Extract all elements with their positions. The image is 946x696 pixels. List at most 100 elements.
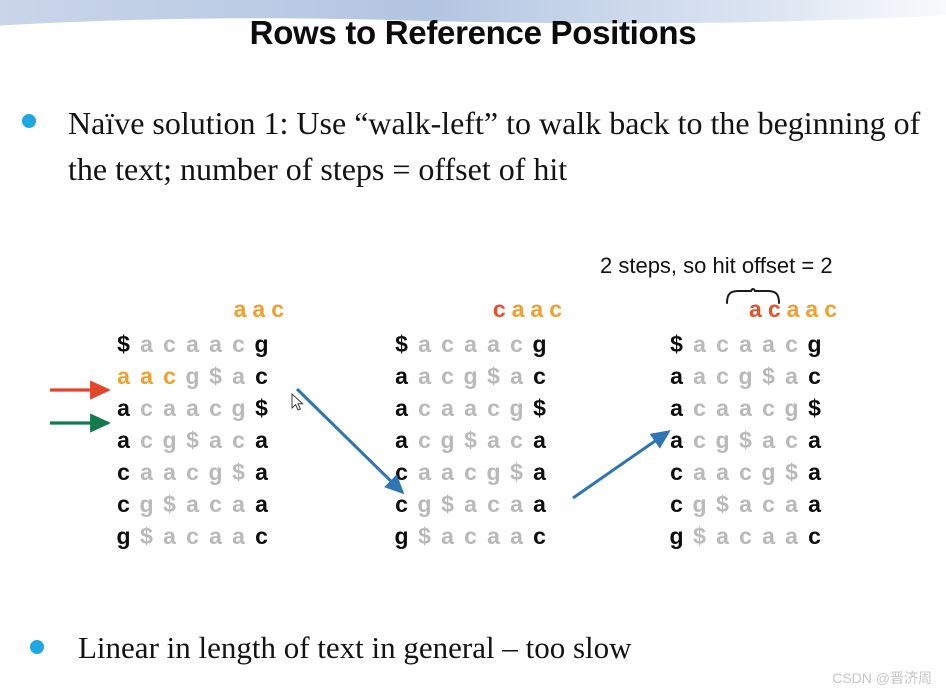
matrix-cell: $: [255, 395, 268, 421]
matrix-cell: c: [739, 523, 752, 549]
matrix-cell: c: [232, 427, 245, 453]
matrix-cell: c: [670, 459, 683, 485]
matrix-cell: $: [533, 395, 546, 421]
matrix-cell: c: [808, 363, 821, 389]
matrix-cell: a: [186, 491, 199, 517]
matrix-header-char: a: [511, 296, 531, 322]
matrix-cell: a: [693, 363, 706, 389]
matrix-cell: c: [533, 523, 546, 549]
matrix-cell: a: [739, 395, 752, 421]
brace-marker: [726, 288, 780, 304]
matrix-cell: a: [464, 395, 477, 421]
matrix-cell: a: [510, 523, 523, 549]
matrix-cell: $: [464, 427, 477, 453]
matrix-cell: g: [692, 491, 707, 517]
matrix-cell: c: [395, 491, 408, 517]
matrix-cell: a: [533, 459, 546, 485]
matrix-header-char: c: [549, 296, 568, 322]
matrix-cell: c: [232, 331, 245, 357]
mouse-cursor-icon: [291, 393, 304, 411]
matrix-cell: $: [762, 363, 775, 389]
matrix-cell: $: [716, 491, 729, 517]
matrix-cell: g: [807, 331, 822, 357]
matrix-cell: a: [117, 427, 130, 453]
matrix-cell: c: [163, 363, 176, 389]
matrix-cell: c: [670, 491, 683, 517]
matrix-cell: a: [487, 331, 500, 357]
matrix-cell: c: [464, 459, 477, 485]
matrix-cell: c: [186, 523, 199, 549]
matrix-cell: c: [716, 363, 729, 389]
matrix-header-char: c: [767, 296, 787, 322]
matrix-header-char: c: [824, 296, 843, 322]
matrix-cell: c: [441, 331, 454, 357]
matrix-cell: c: [209, 395, 222, 421]
matrix-cell: a: [716, 523, 729, 549]
matrix-cell: a: [395, 395, 408, 421]
matrix-cell: c: [533, 363, 546, 389]
matrix-cell: a: [163, 523, 176, 549]
matrix-cell: $: [441, 491, 454, 517]
matrix-cell: c: [693, 395, 706, 421]
matrix-cell: a: [418, 363, 431, 389]
matrix-cell: a: [762, 523, 775, 549]
matrix-cell: g: [463, 363, 478, 389]
matrix-header-char: c: [271, 296, 290, 322]
matrix-cell: a: [670, 427, 683, 453]
matrix-cell: a: [209, 331, 222, 357]
matrix-cell: a: [395, 363, 408, 389]
matrix-cell: a: [762, 331, 775, 357]
matrix-cell: a: [418, 331, 431, 357]
matrix-cell: a: [163, 459, 176, 485]
matrix-header-char: a: [749, 296, 768, 322]
matrix-cell: g: [139, 491, 154, 517]
matrix-cell: a: [808, 491, 821, 517]
blue-step-arrow-1: [295, 387, 405, 495]
matrix-cell: $: [670, 331, 683, 357]
matrix-cell: g: [254, 331, 269, 357]
matrix-cell: c: [693, 427, 706, 453]
matrix-cell: a: [441, 523, 454, 549]
matrix-header-char: c: [492, 296, 512, 322]
page-title: Rows to Reference Positions: [249, 14, 697, 51]
matrix-cell: a: [441, 459, 454, 485]
matrix-header-left: aac: [112, 296, 296, 322]
matrix-cell: a: [441, 395, 454, 421]
matrix-cell: a: [716, 395, 729, 421]
matrix-cell: g: [116, 523, 131, 549]
matrix-cell: g: [486, 459, 501, 485]
matrix-cell: a: [487, 427, 500, 453]
matrix-cell: g: [185, 363, 200, 389]
matrix-cell: a: [670, 363, 683, 389]
matrix-header-right: acaac: [665, 296, 849, 322]
matrix-cell: a: [762, 427, 775, 453]
watermark: CSDN @晋济周: [832, 670, 932, 686]
matrix-cell: c: [785, 427, 798, 453]
matrix-cell: a: [117, 363, 130, 389]
matrix-cell: a: [693, 459, 706, 485]
